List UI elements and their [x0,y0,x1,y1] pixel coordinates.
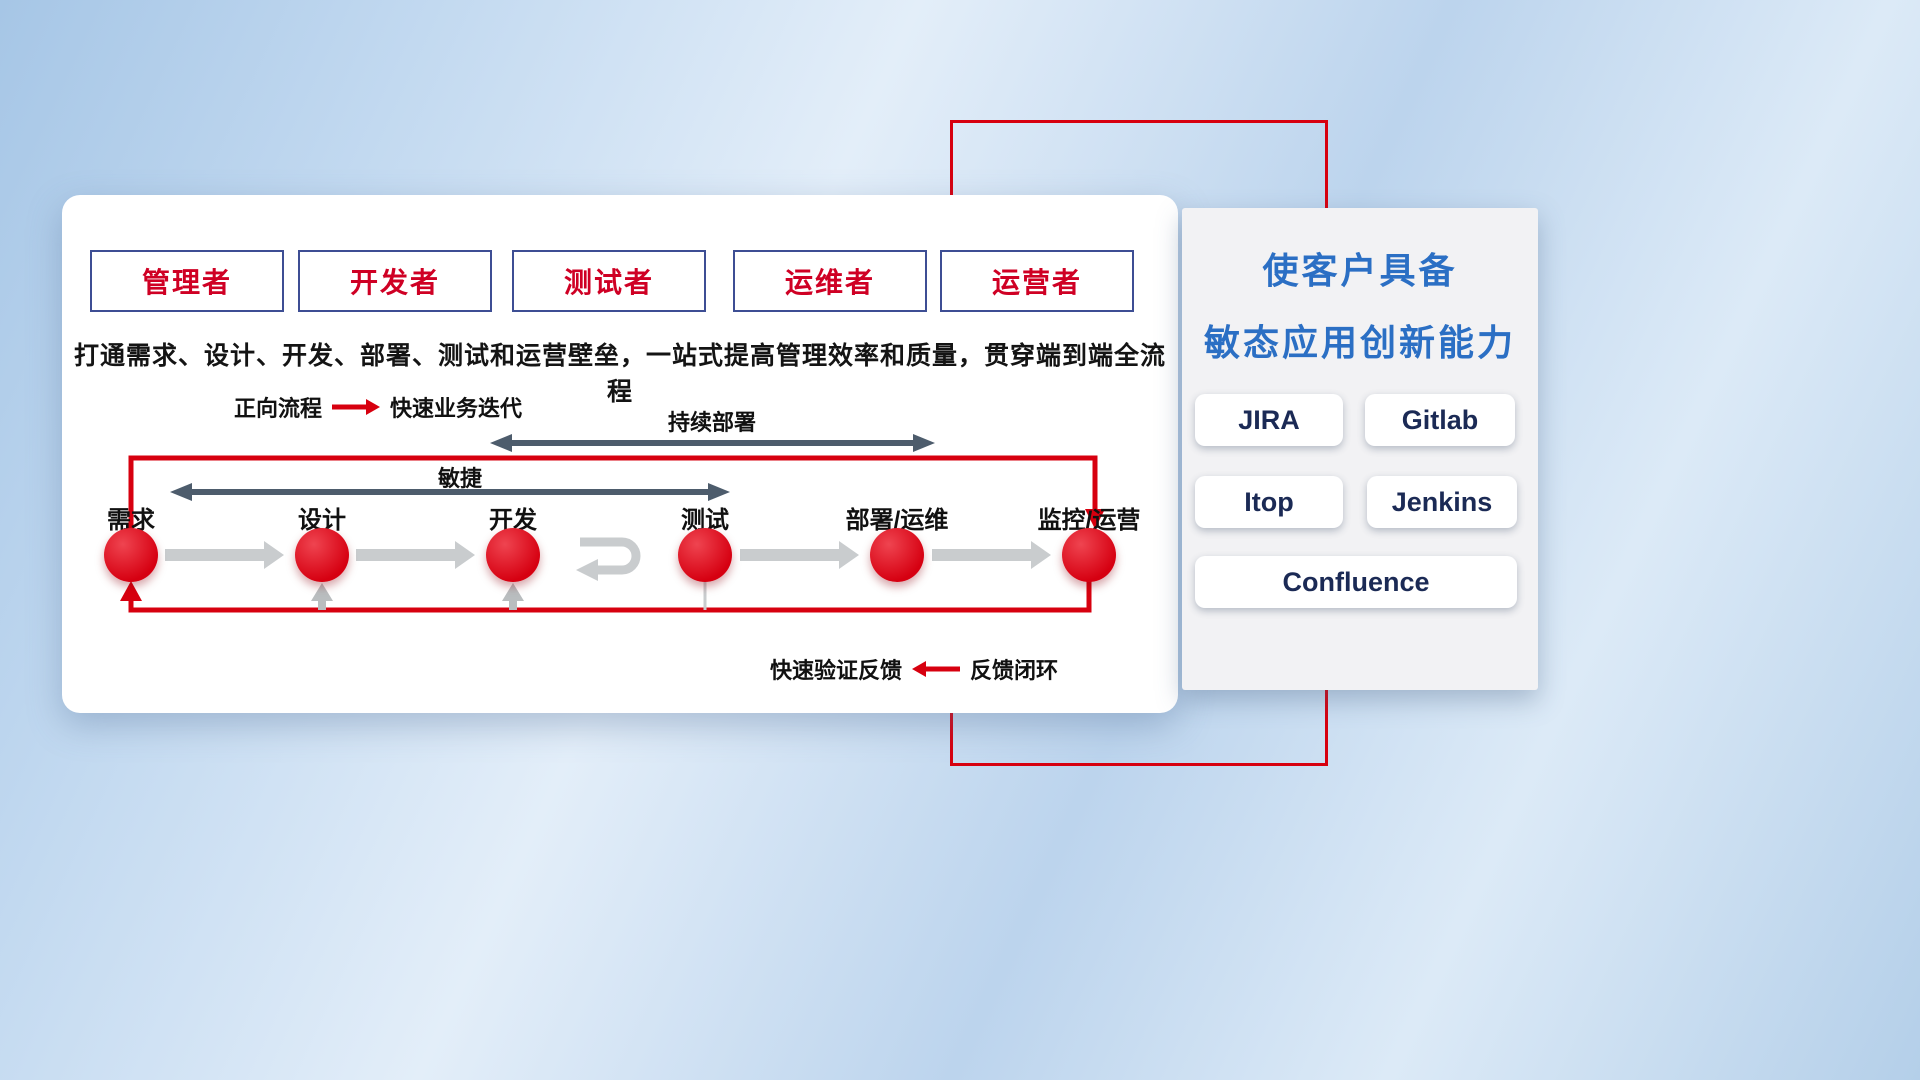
stage-node-testing [678,528,732,582]
panel-description: 打通需求、设计、开发、部署、测试和运营壁垒，一站式提高管理效率和质量，贯穿端到端… [73,342,1166,406]
iterate-loop-icon [580,537,641,575]
agile-left-arrowhead [170,483,192,501]
red-forward-loop-line [128,455,1098,531]
forward-legend-label: 正向流程 [234,396,323,421]
stage-node-requirements [104,528,158,582]
flow-arrow-1 [165,541,284,569]
cd-left-arrowhead [490,434,512,452]
red-up-arrowhead [120,581,142,601]
capability-title-line2: 敏态应用创新能力 [1203,322,1516,363]
flow-arrow-2 [356,541,475,569]
role-label: 测试者 [563,267,654,298]
role-box-developer: 开发者 [298,250,492,312]
forward-flow-legend: 正向流程 快速业务迭代 [234,391,522,423]
stage-node-development [486,528,540,582]
tool-chip-itop: Itop [1195,476,1343,528]
tool-chip-gitlab: Gitlab [1365,394,1515,446]
role-box-manager: 管理者 [90,250,284,312]
feedback-up-arrowhead-dev [502,583,524,601]
red-down-arrowhead [1085,509,1105,529]
tool-chip-confluence: Confluence [1195,556,1517,608]
flow-arrow-5 [932,541,1051,569]
feedback-legend-label: 快速验证反馈 [770,658,903,683]
tool-chip-jira: JIRA [1195,394,1343,446]
iterate-loop-arrowhead [576,559,598,581]
role-box-operator: 运营者 [940,250,1134,312]
red-feedback-loop-line [128,580,1092,613]
stage-node-monitor-operate [1062,528,1116,582]
role-box-ops: 运维者 [733,250,927,312]
tool-chip-jenkins: Jenkins [1367,476,1517,528]
stage-node-design [295,528,349,582]
cd-right-arrowhead [913,434,935,452]
role-label: 运维者 [784,267,875,298]
flow-lines [120,434,1105,613]
continuous-deploy-label: 持续部署 [667,410,756,435]
role-box-tester: 测试者 [512,250,706,312]
devops-flow-panel: 管理者 开发者 测试者 运维者 运营者 打通需求、设计、开发、部署、测试和运营壁… [62,195,1178,713]
agile-label: 敏捷 [437,466,482,491]
capability-panel: 使客户具备 敏态应用创新能力 JIRA Gitlab Itop Jenkins … [1182,208,1538,690]
feedback-up-arrowhead-design [311,583,333,601]
forward-legend-value: 快速业务迭代 [390,396,523,421]
flow-arrow-4 [740,541,859,569]
capability-title-line1: 使客户具备 [1262,250,1458,291]
right-arrow-icon [332,399,381,415]
feedback-legend: 快速验证反馈 反馈闭环 [770,653,1058,685]
feedback-legend-value: 反馈闭环 [970,658,1059,683]
role-label: 管理者 [141,267,232,298]
role-label: 开发者 [349,267,440,298]
stage-node-deploy-ops [870,528,924,582]
left-arrow-icon [912,661,961,677]
agile-right-arrowhead [708,483,730,501]
role-label: 运营者 [991,267,1082,298]
